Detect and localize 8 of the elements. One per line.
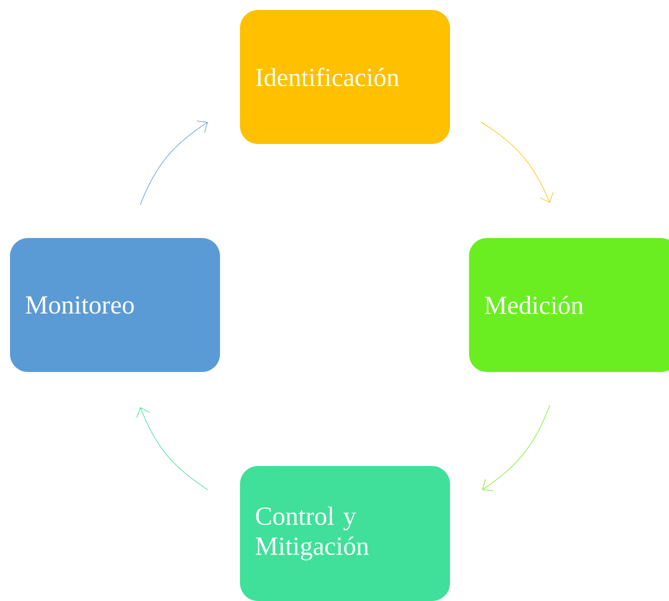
process-box: Identificación [240, 10, 450, 144]
arrow [482, 404, 550, 492]
arrow [136, 407, 208, 490]
arrow [480, 122, 554, 203]
process-box: Monitoreo [10, 238, 220, 372]
process-box: Control y Mitigación [240, 466, 450, 601]
process-box: Medición [469, 238, 669, 372]
arrow [140, 120, 208, 206]
